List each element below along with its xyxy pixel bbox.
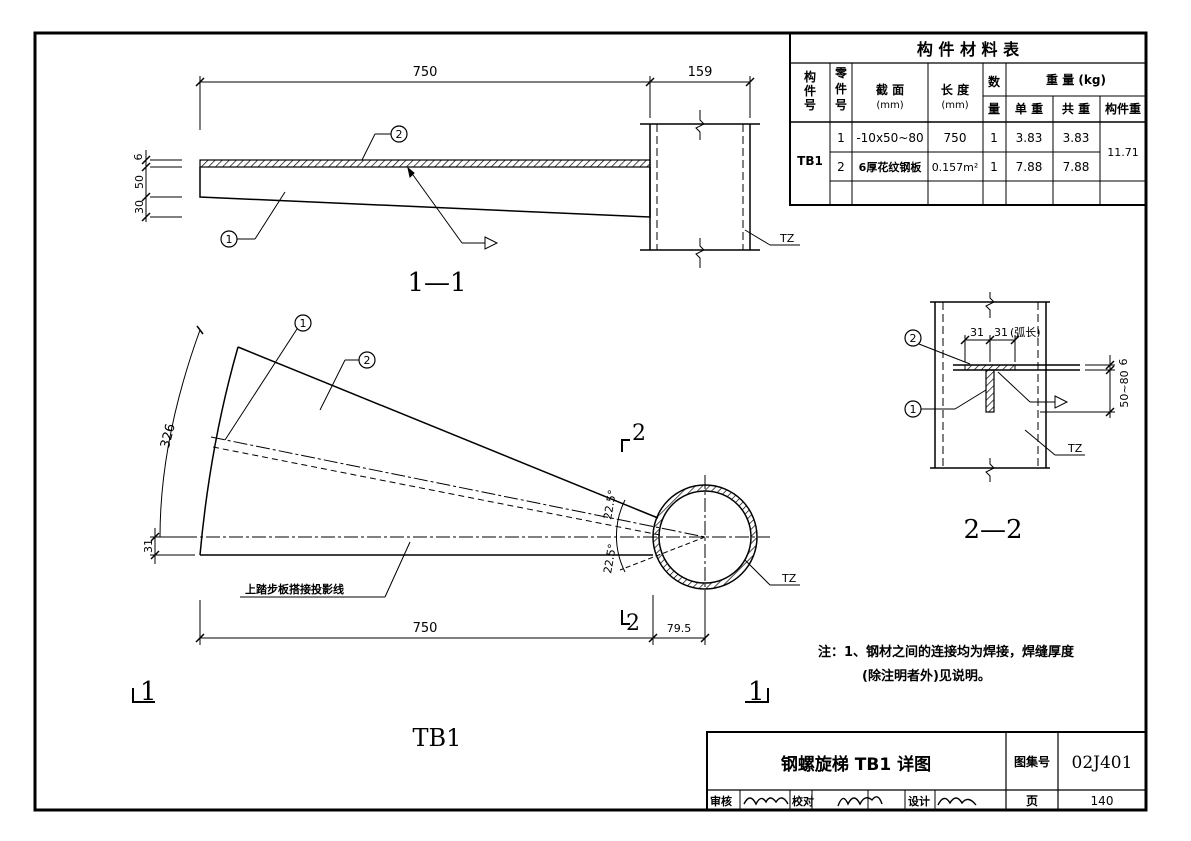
row-total-weight: 3.83 bbox=[1063, 131, 1090, 145]
row-total-weight: 7.88 bbox=[1063, 160, 1090, 174]
plan-title: TB1 bbox=[413, 724, 462, 752]
angle-bottom-label: 22.5° bbox=[601, 543, 619, 575]
dim-31-plan: 31 bbox=[142, 539, 155, 553]
dim-750-top: 750 bbox=[413, 65, 438, 80]
note-line-2: (除注明者外)见说明。 bbox=[862, 668, 991, 684]
table-title: 构 件 材 料 表 bbox=[917, 40, 1020, 59]
section-1-1-title: 1—1 bbox=[407, 268, 466, 298]
cut-1-right-label: 1 bbox=[748, 677, 765, 707]
header-weight: 重 量 (kg) bbox=[1046, 72, 1106, 87]
dim-50-80: 50~80 bbox=[1118, 370, 1131, 407]
row-section: -10x50~80 bbox=[856, 131, 923, 145]
dim-159: 159 bbox=[688, 65, 713, 80]
dim-31a: 31 bbox=[970, 326, 984, 339]
row-unit-weight: 3.83 bbox=[1016, 131, 1043, 145]
header-section-unit: (mm) bbox=[876, 100, 903, 111]
title-block bbox=[706, 731, 1147, 811]
balloon-2-label: 2 bbox=[364, 354, 371, 367]
angle-top-label: 22.5° bbox=[601, 489, 619, 521]
signature-review bbox=[743, 797, 789, 806]
cut-2-top-label: 2 bbox=[632, 421, 646, 446]
header-qty: 数 bbox=[988, 74, 1001, 89]
header-part-no: 构 bbox=[804, 69, 816, 84]
dim-31b: 31 bbox=[994, 326, 1008, 339]
header-member-weight: 构件重 bbox=[1105, 101, 1141, 116]
row-no: 1 bbox=[837, 131, 845, 145]
row-unit-weight: 7.88 bbox=[1016, 160, 1043, 174]
header-piece-no: 号 bbox=[835, 97, 847, 112]
header-length-unit: (mm) bbox=[941, 100, 968, 111]
atlas-number: 02J401 bbox=[1072, 753, 1133, 773]
row-section: 6厚花纹钢板 bbox=[859, 160, 923, 174]
dim-750-bottom: 750 bbox=[413, 621, 438, 636]
signature-design bbox=[937, 797, 977, 806]
header-total-weight: 共 重 bbox=[1062, 101, 1090, 116]
dim-6: 6 bbox=[132, 154, 145, 161]
balloon-2-label: 2 bbox=[910, 332, 917, 345]
design-label: 设计 bbox=[908, 794, 930, 808]
header-qty: 量 bbox=[988, 102, 1000, 116]
member-weight: 11.71 bbox=[1107, 146, 1139, 159]
row-no: 2 bbox=[837, 160, 845, 174]
sheet-border bbox=[33, 31, 1148, 812]
section-2-2-title: 2—2 bbox=[963, 515, 1022, 545]
row-qty: 1 bbox=[990, 131, 998, 145]
dim-30: 30 bbox=[133, 200, 146, 214]
review-label: 审核 bbox=[710, 794, 732, 808]
dim-50: 50 bbox=[133, 175, 146, 189]
balloon-2-label: 2 bbox=[396, 128, 403, 141]
note-line-1: 注：1、钢材之间的连接均为焊接，焊缝厚度 bbox=[818, 644, 1075, 660]
check-label: 校对 bbox=[792, 794, 814, 808]
section-2-2-drawing bbox=[904, 292, 1115, 482]
balloon-1-label: 1 bbox=[910, 403, 917, 416]
page-label: 页 bbox=[1026, 794, 1038, 808]
member-id: TB1 bbox=[797, 154, 823, 168]
header-part-no: 件 bbox=[804, 83, 816, 98]
row-length: 750 bbox=[944, 131, 967, 145]
arc-length-note: (弧长) bbox=[1010, 325, 1041, 339]
dim-326: 326 bbox=[158, 422, 179, 450]
page-number: 140 bbox=[1091, 794, 1114, 808]
tz-label: TZ bbox=[781, 572, 797, 585]
tz-label: TZ bbox=[779, 232, 795, 245]
header-length: 长 度 bbox=[941, 82, 970, 97]
row-qty: 1 bbox=[990, 160, 998, 174]
header-piece-no: 件 bbox=[835, 81, 847, 96]
atlas-label: 图集号 bbox=[1014, 754, 1050, 769]
row-length: 0.157m² bbox=[932, 161, 979, 174]
projection-note: 上踏步板搭接投影线 bbox=[245, 582, 344, 596]
header-section: 截 面 bbox=[876, 82, 904, 97]
signature-check bbox=[837, 796, 883, 807]
section-1-1-drawing bbox=[141, 76, 800, 268]
balloon-1-label: 1 bbox=[300, 317, 307, 330]
tz-label: TZ bbox=[1067, 442, 1083, 455]
cut-2-bottom-label: 2 bbox=[626, 611, 640, 636]
header-piece-no: 零 bbox=[834, 66, 848, 80]
drawing-title: 钢螺旋梯 TB1 详图 bbox=[781, 754, 931, 775]
material-table bbox=[789, 32, 1147, 206]
header-unit-weight: 单 重 bbox=[1015, 101, 1043, 116]
dim-79-5: 79.5 bbox=[667, 622, 692, 635]
header-part-no: 号 bbox=[804, 97, 816, 112]
plan-tb1-drawing bbox=[132, 314, 800, 703]
balloon-1-label: 1 bbox=[226, 233, 233, 246]
cut-1-left-label: 1 bbox=[140, 677, 157, 707]
dim-6-s22: 6 bbox=[1117, 359, 1130, 366]
